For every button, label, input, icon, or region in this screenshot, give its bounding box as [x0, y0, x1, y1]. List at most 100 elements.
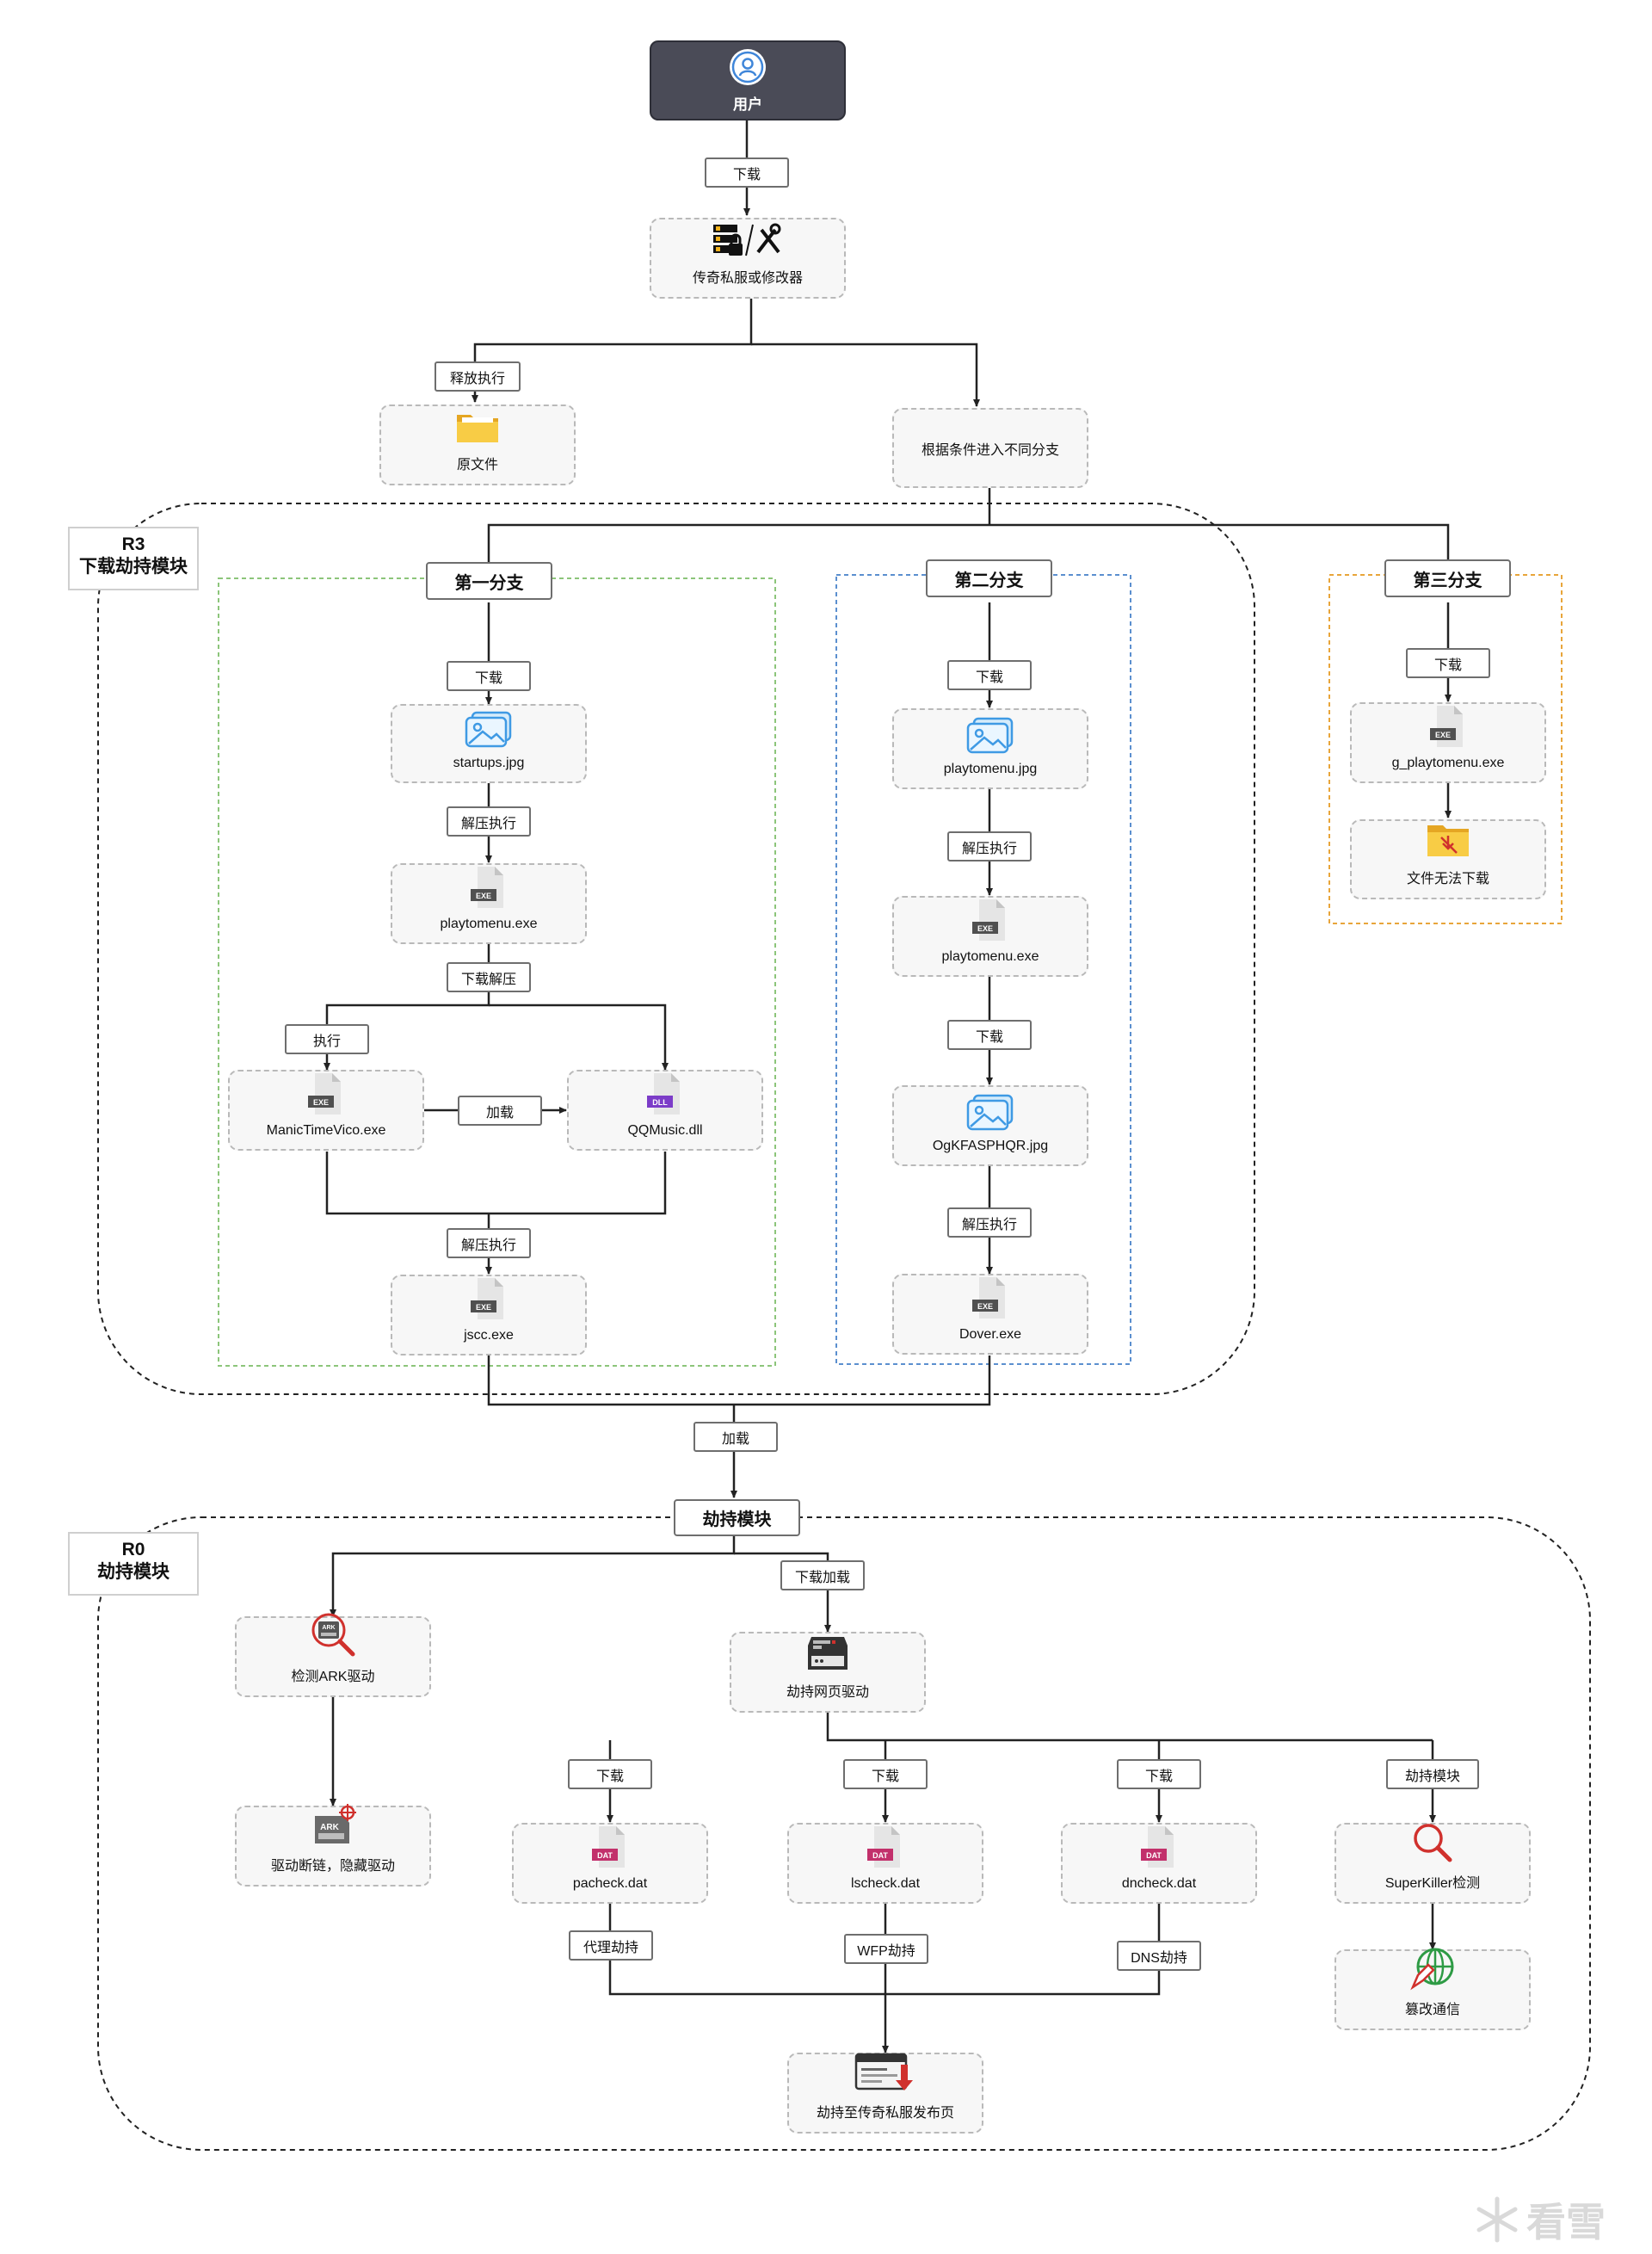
edge-download-load: 下载加载: [780, 1560, 865, 1590]
playtomenu-exe-label-1: playtomenu.exe: [440, 917, 538, 931]
edge-download-lscheck: 下载: [843, 1759, 928, 1789]
webpage-redirect-icon: [854, 2049, 916, 2094]
jscc-exe-node: EXE jscc.exe: [391, 1275, 587, 1355]
r0-tag-line1: R0: [121, 1540, 145, 1559]
pacheck-dat-node: DAT pacheck.dat: [512, 1823, 708, 1904]
edge-b2-unzip-exec: 解压执行: [947, 831, 1032, 861]
condition-label: 根据条件进入不同分支: [921, 442, 1059, 458]
edge-b1-exec: 执行: [285, 1024, 369, 1054]
svg-text:DAT: DAT: [872, 1851, 888, 1860]
edge-b1-download: 下载: [447, 661, 531, 691]
hijack-module-header: 劫持模块: [674, 1499, 800, 1536]
svg-text:EXE: EXE: [313, 1098, 329, 1107]
lscheck-dat-label: lscheck.dat: [850, 1876, 921, 1891]
hijack-web-driver-label: 劫持网页驱动: [786, 1685, 869, 1700]
branch1-header: 第一分支: [426, 562, 552, 600]
image-file-icon: [965, 1094, 1015, 1132]
edge-b1-unzip-exec-2: 解压执行: [447, 1228, 531, 1258]
download-failed-label: 文件无法下载: [1406, 872, 1489, 886]
branch1-outline: [218, 577, 776, 1367]
svg-text:DAT: DAT: [1146, 1851, 1162, 1860]
g-playtomenu-exe-node: EXE g_playtomenu.exe: [1350, 702, 1546, 783]
snowflake-icon: [1476, 2196, 1518, 2243]
svg-text:ARK: ARK: [320, 1823, 339, 1832]
image-file-icon: [965, 717, 1015, 755]
edge-b3-download: 下载: [1406, 648, 1490, 678]
svg-text:EXE: EXE: [977, 924, 993, 933]
svg-text:EXE: EXE: [476, 892, 491, 900]
edge-release-exec: 释放执行: [435, 361, 521, 392]
edge-b1-download-unzip: 下载解压: [447, 962, 531, 992]
user-icon: [730, 49, 766, 85]
exe-file-icon: EXE: [469, 1276, 509, 1321]
dover-exe-node: EXE Dover.exe: [892, 1274, 1088, 1355]
dncheck-dat-label: dncheck.dat: [1121, 1876, 1197, 1891]
exe-file-icon: EXE: [1428, 704, 1468, 749]
user-node: 用户: [650, 40, 846, 120]
superkiller-node: SuperKiller检测: [1335, 1823, 1531, 1904]
folder-icon: [455, 410, 500, 446]
tool-node: 传奇私服或修改器: [650, 218, 846, 299]
edge-download-pacheck: 下载: [568, 1759, 652, 1789]
exe-file-icon: EXE: [469, 865, 509, 910]
jscc-exe-label: jscc.exe: [464, 1328, 514, 1343]
edge-b2-download-2: 下载: [947, 1020, 1032, 1050]
broken-folder-icon: [1424, 820, 1472, 860]
branch3-header: 第三分支: [1384, 559, 1511, 597]
dover-exe-label: Dover.exe: [959, 1327, 1022, 1342]
dncheck-dat-node: DAT dncheck.dat: [1061, 1823, 1257, 1904]
download-failed-node: 文件无法下载: [1350, 819, 1546, 899]
svg-text:DLL: DLL: [652, 1098, 668, 1107]
qqmusic-dll-label: QQMusic.dll: [627, 1123, 703, 1138]
superkiller-label: SuperKiller检测: [1384, 1876, 1481, 1891]
driver-icon: [806, 1633, 849, 1673]
edge-proxy-hijack: 代理劫持: [569, 1930, 653, 1961]
svg-text:ARK: ARK: [322, 1625, 335, 1631]
edge-load: 加载: [693, 1422, 778, 1452]
dat-file-icon: DAT: [590, 1825, 630, 1869]
condition-node: 根据条件进入不同分支: [892, 408, 1088, 488]
user-label: 用户: [733, 96, 762, 113]
svg-text:EXE: EXE: [1435, 731, 1451, 739]
watermark: 看雪: [1473, 2191, 1606, 2248]
qqmusic-dll-node: DLL QQMusic.dll: [567, 1070, 763, 1151]
r3-region-tag: R3 下载劫持模块: [68, 527, 199, 590]
r0-region-tag: R0 劫持模块: [68, 1532, 199, 1596]
svg-text:EXE: EXE: [476, 1303, 491, 1312]
playtomenu-exe-label-2: playtomenu.exe: [941, 949, 1039, 964]
edge-b1-load: 加载: [458, 1096, 542, 1126]
globe-edit-icon: [1409, 1946, 1456, 1991]
svg-text:EXE: EXE: [977, 1302, 993, 1311]
edge-b1-unzip-exec: 解压执行: [447, 806, 531, 837]
ark-driver-icon: ARK: [310, 1804, 356, 1847]
server-tool-icon: [712, 221, 784, 259]
hijack-web-driver-node: 劫持网页驱动: [730, 1632, 926, 1713]
startups-jpg-node: startups.jpg: [391, 704, 587, 783]
exe-file-icon: EXE: [971, 898, 1010, 942]
search-icon: [1411, 1821, 1454, 1864]
driver-unlink-node: ARK 驱动断链，隐藏驱动: [235, 1804, 431, 1887]
dll-file-icon: DLL: [645, 1071, 685, 1116]
detect-ark-label: 检测ARK驱动: [291, 1670, 375, 1684]
edge-b2-unzip-exec-2: 解压执行: [947, 1207, 1032, 1238]
edge-dns-hijack: DNS劫持: [1117, 1941, 1201, 1971]
lscheck-dat-node: DAT lscheck.dat: [787, 1823, 983, 1904]
image-file-icon: [464, 711, 514, 749]
manictimevico-label: ManicTimeVico.exe: [266, 1123, 386, 1138]
tamper-comm-label: 篡改通信: [1404, 2003, 1460, 2017]
exe-file-icon: EXE: [971, 1275, 1010, 1320]
playtomenu-jpg-node: playtomenu.jpg: [892, 708, 1088, 789]
branch2-header: 第二分支: [926, 559, 1052, 597]
r3-region-outline: [97, 503, 1255, 1395]
playtomenu-jpg-label: playtomenu.jpg: [943, 762, 1038, 776]
playtomenu-exe-node-1: EXE playtomenu.exe: [391, 863, 587, 944]
edge-wfp-hijack: WFP劫持: [844, 1934, 928, 1964]
dat-file-icon: DAT: [1139, 1825, 1179, 1869]
original-file-label: 原文件: [456, 458, 498, 472]
publish-page-node: 劫持至传奇私服发布页: [787, 2053, 983, 2134]
ogkfasphqr-jpg-label: OgKFASPHQR.jpg: [932, 1139, 1049, 1153]
tool-label: 传奇私服或修改器: [692, 271, 803, 286]
driver-unlink-label: 驱动断链，隐藏驱动: [270, 1859, 395, 1874]
original-file-node: 原文件: [379, 404, 576, 485]
edge-download-dncheck: 下载: [1117, 1759, 1201, 1789]
